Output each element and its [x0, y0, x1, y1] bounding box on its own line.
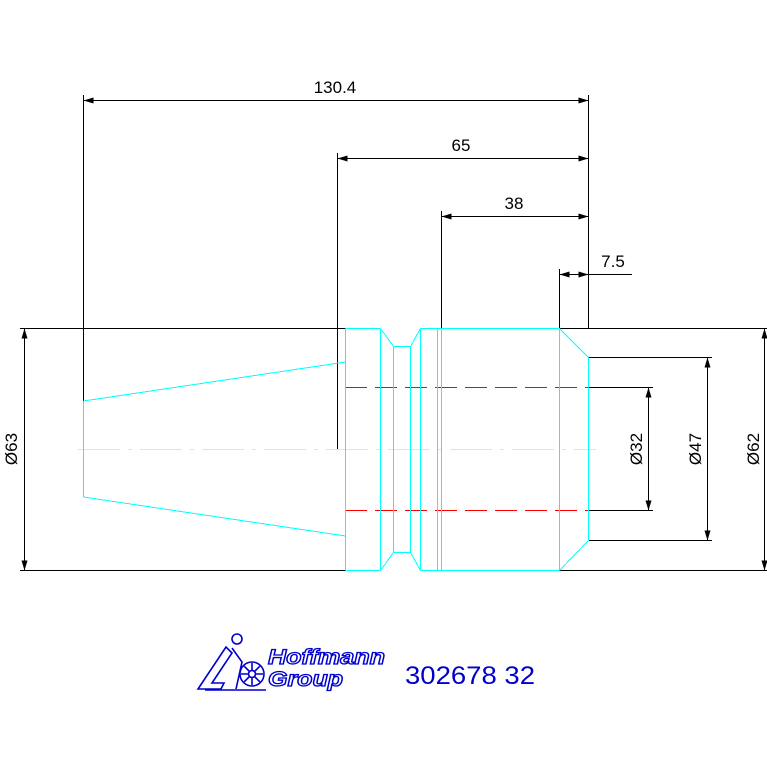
logo-wordmark-line1: Hoffmann	[268, 646, 385, 669]
groove-top-left-flank	[380, 328, 394, 347]
dimension-label-d63: Ø63	[2, 433, 21, 465]
hidden-line-layer	[345, 387, 588, 511]
taper-top-edge	[83, 361, 346, 402]
logo-figure	[196, 645, 234, 690]
logo-figure-head	[231, 633, 243, 645]
logo-wordmark-line2: Group	[268, 668, 343, 691]
hoffmann-group-logo: Hoffmann Group	[196, 633, 386, 692]
dimension-label-d47: Ø47	[686, 433, 705, 465]
dimension-label-d32: Ø32	[627, 433, 646, 465]
logo-figure-body	[231, 647, 243, 690]
dimension-labels: 130.4 65 38 7.5 Ø63 Ø32 Ø47 Ø62	[2, 78, 763, 465]
part-number: 302678 32	[405, 662, 535, 690]
dimension-layer	[20, 95, 767, 571]
groove-bottom-left-flank	[380, 552, 394, 571]
groove-top-right-flank	[410, 328, 421, 347]
dimension-label-65: 65	[452, 136, 471, 155]
dimension-label-7-5: 7.5	[601, 252, 625, 271]
chamfer-bottom	[559, 540, 589, 571]
chamfer-top	[559, 328, 589, 358]
logo-gear-spokes	[241, 663, 263, 685]
dimension-label-130-4: 130.4	[314, 78, 357, 97]
dimension-label-d62: Ø62	[744, 433, 763, 465]
dimension-label-38: 38	[505, 194, 524, 213]
part-outline-layer	[83, 328, 589, 571]
logo-gear-hub	[247, 669, 257, 679]
logo-mark-icon	[196, 633, 266, 691]
groove-bottom-right-flank	[410, 552, 421, 571]
taper-bottom-edge	[83, 496, 346, 537]
